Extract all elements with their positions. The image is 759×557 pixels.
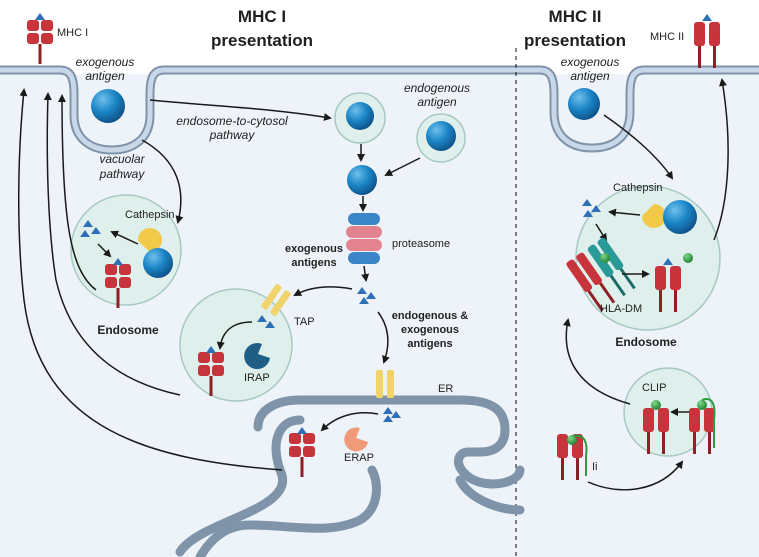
endo-exo-line2: exogenous <box>401 324 459 336</box>
clip-peptide-right <box>697 400 707 410</box>
endosome-left-antigen <box>143 248 173 278</box>
arrow-endosome-to-cytosol <box>149 99 332 121</box>
tap-transporter-icon <box>261 284 291 316</box>
mhc1-surface-peptide <box>35 13 45 20</box>
arrow-endosome-right-to-surface <box>713 78 729 241</box>
endosome-right-label: Endosome <box>615 335 677 349</box>
exo-antigen-right <box>568 88 600 120</box>
tap-label: TAP <box>294 316 315 328</box>
hla-dm-label: HLA-DM <box>600 303 642 315</box>
arrow-proteasome-down <box>361 265 370 282</box>
erap-icon <box>344 427 368 452</box>
exo-antigen-left-line2: antigen <box>85 69 125 83</box>
ii-peptide <box>567 435 577 445</box>
mhc2-surface-molecule <box>694 22 720 68</box>
exo-antigens-line2: antigens <box>291 257 336 269</box>
cathepsin-left-icon <box>138 228 162 252</box>
endosome-cytosol-label-line1: endosome-to-cytosol <box>176 114 288 128</box>
endo-antigen-line1: endogenous <box>404 81 470 95</box>
title-mhc1-line1: MHC I <box>238 7 286 26</box>
irap-label: IRAP <box>244 372 270 384</box>
arrow-irap-to-surface <box>43 92 181 396</box>
irap-icon <box>244 343 270 370</box>
mhc1-surface-molecule <box>27 20 53 64</box>
endosome-cytosol-label-line2: pathway <box>209 128 256 142</box>
exo-antigens-line1: exogenous <box>285 243 343 255</box>
arrow-er-to-surface <box>17 88 283 471</box>
clip-label: CLIP <box>642 382 666 394</box>
exo-antigen-right-line2: antigen <box>570 69 610 83</box>
endoplasmic-reticulum <box>253 395 525 489</box>
proteasome-icon <box>346 213 382 264</box>
arrow-cathepsin-left <box>110 230 139 245</box>
vesicle-antigen <box>346 102 374 130</box>
cytosolic-antigen <box>347 165 377 195</box>
endogenous-antigen <box>426 121 456 151</box>
mhc2-receptor-label: MHC II <box>650 31 684 43</box>
vacuolar-line1: vacuolar <box>99 152 145 166</box>
arrow-vacuolar <box>141 139 184 224</box>
arrow-peptide-loading-left <box>97 243 112 258</box>
endo-antigen-line2: antigen <box>417 95 457 109</box>
exo-antigen-left-line1: exogenous <box>76 55 135 69</box>
exo-antigen-right-line1: exogenous <box>561 55 620 69</box>
ii-label: Ii <box>592 461 598 473</box>
cathepsin-right-label: Cathepsin <box>613 182 663 194</box>
arrow-exo-right-to-endosome <box>603 114 674 180</box>
proteasome-label: proteasome <box>392 238 450 250</box>
arrow-irap-loading <box>216 321 253 350</box>
arrow-peptide-to-hla <box>595 223 608 242</box>
cathepsin-left-label: Cathepsin <box>125 209 175 221</box>
hla-dm-clip <box>600 253 610 263</box>
released-clip <box>683 253 693 263</box>
endo-exo-line3: antigens <box>407 338 452 350</box>
hla-dm-complex-icon <box>566 237 636 312</box>
endosome-left-label: Endosome <box>97 323 159 337</box>
plasma-membrane-inner <box>0 67 759 153</box>
er-tap-transporter-icon <box>376 370 394 398</box>
cathepsin-right-icon <box>642 204 666 228</box>
title-mhc2-line1: MHC II <box>549 7 602 26</box>
er-lower-right <box>455 475 525 515</box>
arrow-endosome-left-to-surface <box>58 94 97 291</box>
er-label: ER <box>438 383 453 395</box>
arrow-cathepsin-right <box>608 208 641 217</box>
clip-invariant-chain <box>701 398 716 448</box>
arrow-endogenous-to-cytosol <box>384 157 421 176</box>
endosome-left <box>70 194 182 306</box>
endosome-right-antigen <box>663 200 697 234</box>
arrow-to-tap <box>293 286 353 296</box>
clip-peptide-left <box>651 400 661 410</box>
title-mhc2-line2: presentation <box>524 31 626 50</box>
er-lumen-wall <box>175 415 305 557</box>
erap-label: ERAP <box>344 452 374 464</box>
exo-antigen-left <box>91 89 125 123</box>
endo-exo-line1: endogenous & <box>392 310 468 322</box>
title-mhc1-line2: presentation <box>211 31 313 50</box>
arrow-erap-loading <box>320 412 379 432</box>
er-lower-left <box>195 465 381 557</box>
mhc2-surface-peptide <box>702 14 712 21</box>
ii-chain <box>573 434 588 476</box>
vacuolar-line2: pathway <box>99 167 146 181</box>
arrow-ii-to-clip <box>587 460 684 491</box>
arrow-clip-to-endosome <box>562 318 631 405</box>
arrow-to-er <box>377 311 390 364</box>
mhc1-receptor-label: MHC I <box>57 27 88 39</box>
